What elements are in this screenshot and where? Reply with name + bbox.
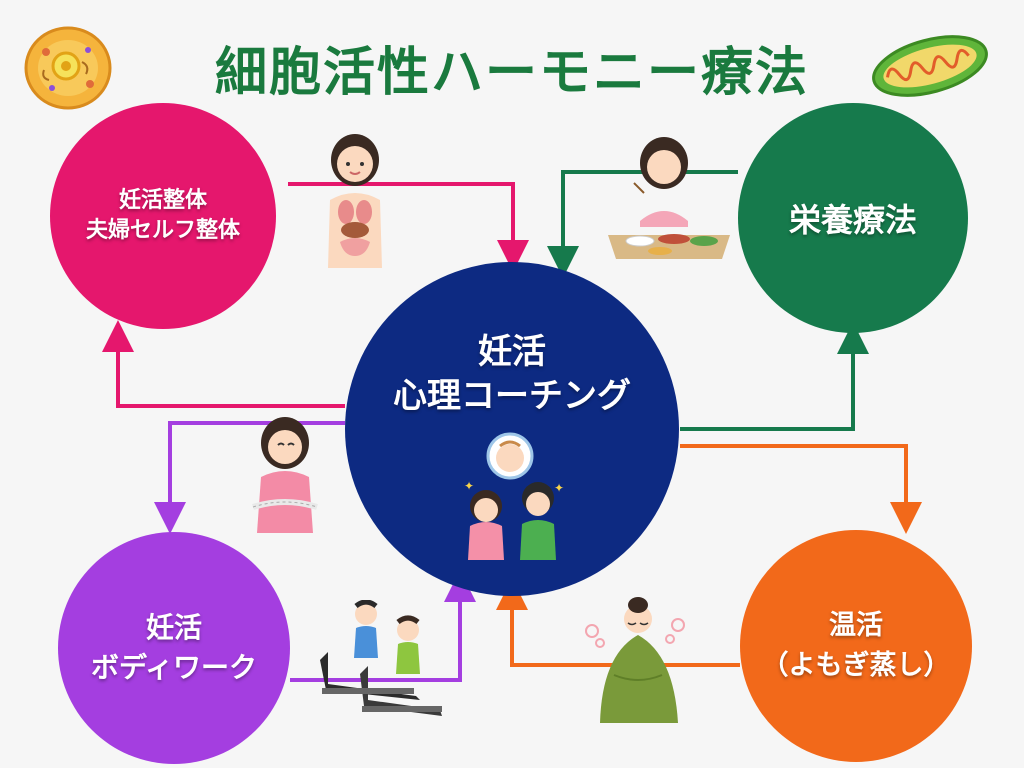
node-onkatsu: 温活 （よもぎ蒸し）: [740, 530, 972, 762]
arrow-purple-to-center: [290, 570, 476, 682]
woman-measuring-waist-icon: [252, 417, 318, 533]
node-ninkatsu-seitai: 妊活整体 夫婦セルフ整体: [50, 103, 276, 329]
node-label: （よもぎ蒸し）: [761, 650, 951, 681]
svg-text:✦: ✦: [464, 479, 474, 493]
node-label: 妊活: [478, 332, 546, 372]
arrow-center-to-pink: [102, 320, 345, 408]
woman-eating-icon: [608, 137, 730, 259]
yomogi-steam-icon: [585, 597, 685, 723]
node-label: 妊活整体: [118, 188, 207, 213]
node-shinri-coaching: 妊活 心理コーチング: [345, 262, 679, 596]
mitochondria-icon: [872, 35, 988, 97]
node-bodywork: 妊活 ボディワーク: [58, 532, 290, 764]
treadmill-runners-icon: [320, 600, 442, 716]
couple-baby-icon: ✦ ✦: [464, 432, 564, 560]
cell-icon: [24, 26, 112, 110]
node-eiyou-ryouhou: 栄養療法: [738, 103, 968, 333]
node-label-group: 妊活 心理コーチング: [393, 330, 631, 418]
arrow-center-to-green: [680, 322, 869, 431]
node-label: 夫婦セルフ整体: [85, 218, 240, 243]
node-label: 栄養療法: [788, 201, 917, 239]
node-label: 妊活: [145, 611, 202, 644]
svg-text:✦: ✦: [554, 481, 564, 495]
woman-anatomy-icon: [328, 134, 382, 268]
arrow-center-to-orange: [680, 444, 922, 534]
node-label: 心理コーチング: [393, 376, 631, 416]
node-label: 温活: [829, 610, 883, 641]
node-label: ボディワーク: [90, 651, 258, 684]
page-title: 細胞活性ハーモニー療法: [214, 43, 809, 103]
